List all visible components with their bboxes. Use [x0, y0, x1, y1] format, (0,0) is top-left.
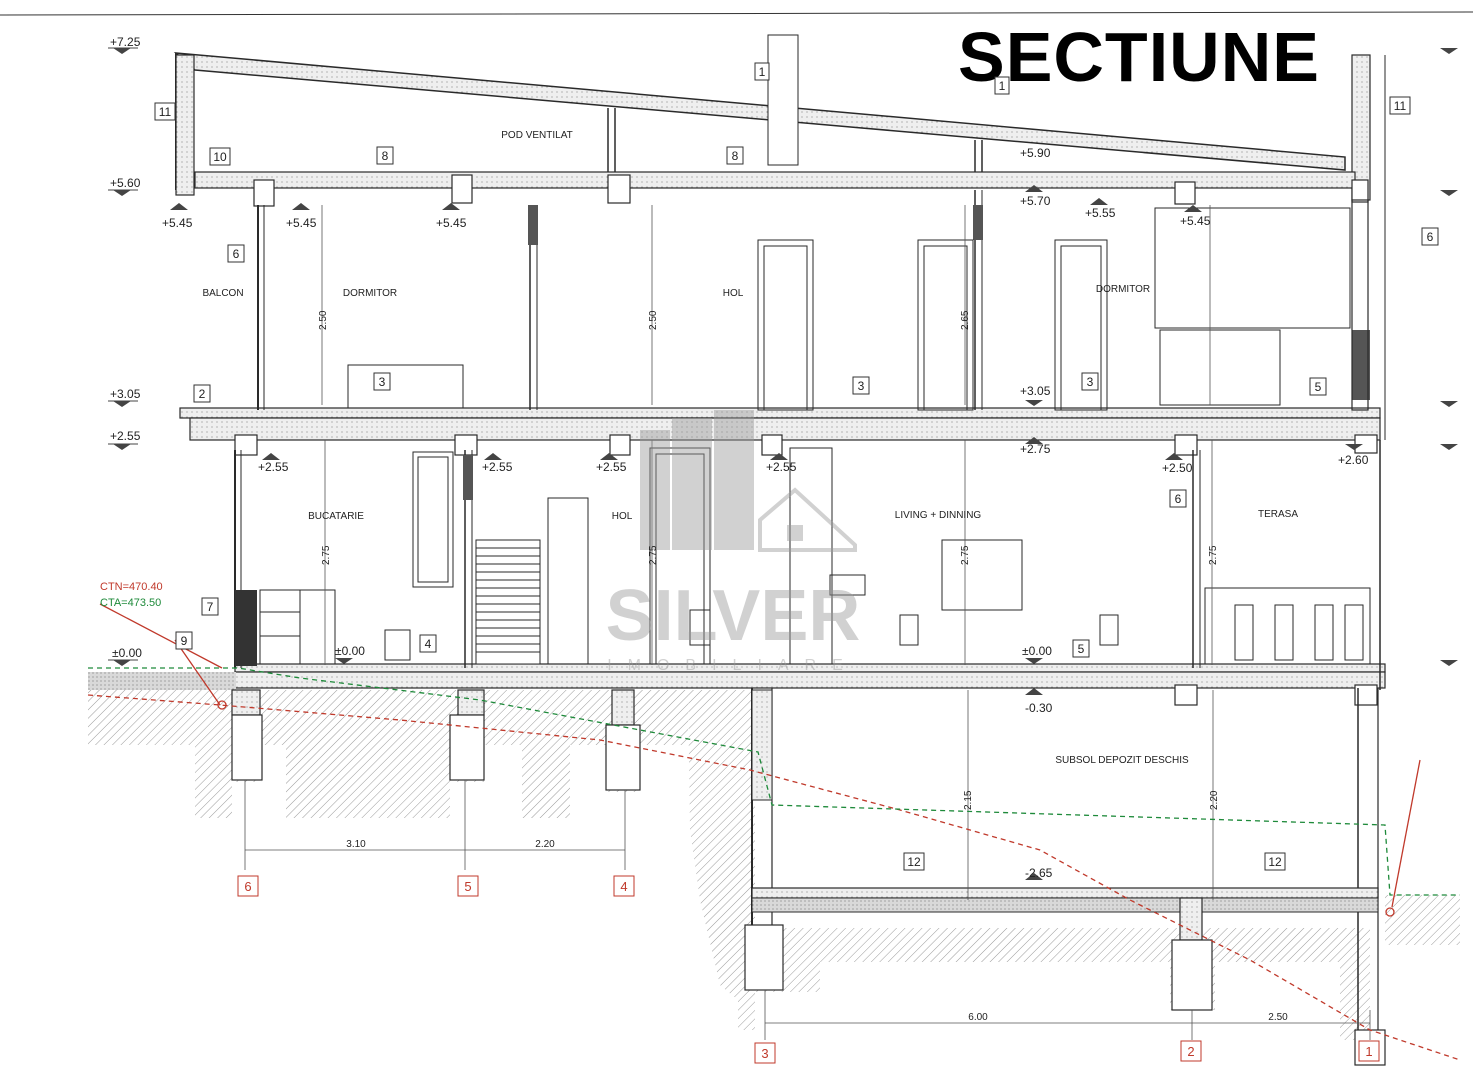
room-label-terasa: TERASA [1258, 509, 1298, 520]
level-label: +2.55 [766, 460, 797, 474]
level-label: +5.60 [110, 176, 141, 190]
room-label-hol0: HOL [612, 511, 633, 522]
level-label: +3.05 [110, 387, 141, 401]
room-label-dormitor2: DORMITOR [1096, 284, 1150, 295]
layer-tag: 5 [1078, 642, 1085, 656]
span-label: 3.10 [346, 839, 366, 850]
axis-label: 3 [761, 1046, 768, 1061]
walls [234, 55, 1386, 1045]
level-label: +5.45 [1180, 214, 1211, 228]
level-label: +2.55 [482, 460, 513, 474]
axis-label: 1 [1365, 1044, 1372, 1059]
height-label: 2.15 [963, 790, 974, 810]
layer-tag: 3 [1087, 375, 1094, 389]
dimension-lines [244, 205, 1371, 1040]
axis-label: 5 [464, 879, 471, 894]
attic-slab [194, 171, 1369, 207]
layer-tag: 11 [159, 105, 172, 119]
layer-tag: 3 [858, 379, 865, 393]
level-label: -0.30 [1025, 701, 1053, 715]
level-label: +2.55 [596, 460, 627, 474]
axis-markers: 6 5 4 3 2 1 [237, 875, 1380, 1064]
room-label-subsol: SUBSOL DEPOZIT DESCHIS [1055, 755, 1189, 766]
layer-tag: 4 [425, 637, 432, 651]
level-label: ±0.00 [112, 646, 142, 660]
height-label: 2.75 [321, 545, 332, 565]
layer-tag: 1 [999, 79, 1006, 93]
layer-tag: 3 [379, 375, 386, 389]
layer-tags: 11 11 10 8 8 1 1 6 6 6 3 3 3 2 5 5 7 9 [154, 62, 1439, 871]
layer-tag: 6 [1427, 230, 1434, 244]
height-label: 2.20 [1209, 790, 1220, 810]
height-dimensions: 2.50 2.50 2.65 2.75 2.75 2.75 2.75 2.15 … [318, 310, 1220, 810]
axis-label: 6 [244, 879, 251, 894]
room-label-pod: POD VENTILAT [501, 130, 573, 141]
level-label: +3.05 [1020, 384, 1051, 398]
layer-tag: 12 [907, 855, 921, 869]
axis-label: 2 [1187, 1044, 1194, 1059]
level-label: +2.55 [110, 429, 141, 443]
level-label: +2.55 [258, 460, 289, 474]
terrain-lines [87, 603, 1461, 1061]
level-label: ±0.00 [1022, 644, 1052, 658]
level-label: +2.75 [1020, 442, 1051, 456]
layer-tag: 7 [207, 600, 214, 614]
layer-tag: 8 [732, 149, 739, 163]
height-label: 2.75 [960, 545, 971, 565]
first-floor-slab [179, 407, 1381, 456]
terrain-cta-label: CTA=473.50 [100, 597, 161, 609]
room-label-hol1: HOL [723, 288, 744, 299]
layer-tag: 9 [181, 634, 188, 648]
watermark: SILVER IMOBILIARE [606, 410, 861, 674]
level-label: +7.25 [110, 35, 141, 49]
roof [173, 34, 1371, 400]
layer-tag: 6 [233, 247, 240, 261]
span-dimensions: 3.10 2.20 6.00 2.50 [346, 839, 1288, 1023]
layer-tag: 10 [213, 150, 227, 164]
axis-label: 4 [620, 879, 627, 894]
watermark-sub: IMOBILIARE [607, 657, 859, 674]
level-labels: +7.25 +5.60 +5.45 +5.45 +5.45 +5.90 +5.7… [110, 35, 1369, 880]
room-label-living: LIVING + DINNING [895, 510, 982, 521]
level-label: +5.90 [1020, 146, 1051, 160]
openings [259, 207, 1371, 665]
height-label: 2.75 [648, 545, 659, 565]
terrain-labels: CTN=470.40 CTA=473.50 [100, 581, 163, 609]
level-label: +5.45 [286, 216, 317, 230]
layer-tag: 8 [382, 149, 389, 163]
span-label: 2.20 [535, 839, 555, 850]
page-title: SECTIUNE [958, 18, 1320, 96]
room-labels: POD VENTILAT BALCON DORMITOR HOL DORMITO… [202, 130, 1298, 766]
level-label: +5.55 [1085, 206, 1116, 220]
height-label: 2.50 [648, 310, 659, 330]
level-markers [108, 47, 1458, 880]
room-label-balcon: BALCON [202, 288, 243, 299]
span-label: 2.50 [1268, 1012, 1288, 1023]
layer-tag: 1 [759, 65, 766, 79]
height-label: 2.65 [960, 310, 971, 330]
level-label: +5.70 [1020, 194, 1051, 208]
room-label-dormitor1: DORMITOR [343, 288, 397, 299]
staircase [475, 539, 541, 665]
layer-tag: 11 [1394, 99, 1407, 113]
layer-tag: 6 [1175, 492, 1182, 506]
level-label: +2.60 [1338, 453, 1369, 467]
layer-tag: 12 [1268, 855, 1282, 869]
layer-tag: 5 [1315, 380, 1322, 394]
level-label: +5.45 [436, 216, 467, 230]
span-label: 6.00 [968, 1012, 988, 1023]
height-label: 2.50 [318, 310, 329, 330]
height-label: 2.75 [1208, 545, 1219, 565]
terrain-ctn-label: CTN=470.40 [100, 581, 163, 593]
level-label: +2.50 [1162, 461, 1193, 475]
level-label: +5.45 [162, 216, 193, 230]
layer-tag: 2 [199, 387, 206, 401]
footings [231, 689, 1386, 1066]
room-label-bucatarie: BUCATARIE [308, 511, 364, 522]
watermark-brand: SILVER [606, 576, 861, 656]
level-label: -2.65 [1025, 866, 1053, 880]
level-label: ±0.00 [335, 644, 365, 658]
